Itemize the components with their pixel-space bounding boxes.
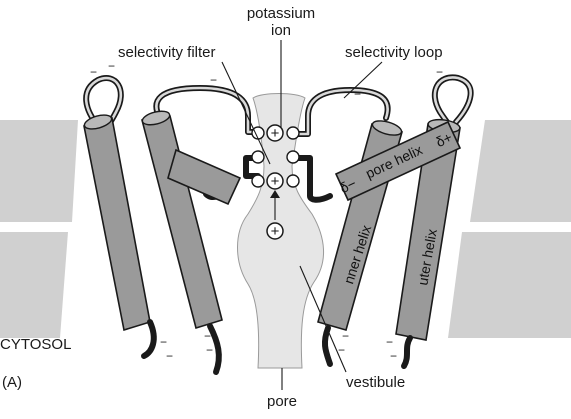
ion-sign: + [271, 125, 280, 142]
membrane-upper-right [470, 120, 571, 222]
minus-sign: − [386, 335, 393, 349]
potassium-label-line1: potassium [247, 5, 315, 22]
minus-sign: − [354, 87, 361, 101]
selectivity-loop-label: selectivity loop [345, 44, 443, 61]
minus-sign: − [204, 329, 211, 343]
panel-label: (A) [2, 374, 22, 391]
filter-oxygen [251, 150, 265, 164]
left-inner-tail [207, 323, 222, 375]
filter-oxygen [286, 126, 300, 140]
potassium-ion-vestibule [266, 222, 284, 240]
minus-sign: − [206, 343, 213, 357]
potassium-ions: + + + [266, 124, 284, 240]
minus-sign: − [390, 349, 397, 363]
left-inner-helix [141, 115, 223, 330]
left-outer-helix [83, 116, 151, 332]
membrane [0, 120, 571, 338]
filter-oxygen [286, 174, 300, 188]
delta-plus-label: δ+ [433, 129, 454, 150]
left-outer-tail [141, 319, 157, 359]
arrow-head [270, 190, 280, 198]
loop-leader [343, 61, 383, 99]
filter-oxygen [251, 174, 265, 188]
minus-sign: − [166, 349, 173, 363]
selectivity-filter-label: selectivity filter [118, 44, 216, 61]
minus-sign: − [342, 329, 349, 343]
right-pore-helix [334, 120, 462, 202]
cytosol-label: CYTOSOL [0, 336, 71, 353]
filter-oxygen [286, 150, 300, 164]
potassium-ion-top [266, 124, 284, 142]
ion-sign: + [271, 223, 280, 240]
delta-minus-label: δ− [337, 175, 358, 196]
potassium-ion-middle [266, 172, 284, 190]
vestibule-label: vestibule [346, 374, 405, 391]
right-filter-tether [295, 155, 333, 203]
membrane-lower-right [448, 232, 571, 338]
minus-sign: − [210, 73, 217, 87]
membrane-upper-left [0, 120, 78, 222]
left-pore-helix [167, 148, 242, 206]
pore-label: pore [267, 393, 297, 410]
minus-sign: − [160, 335, 167, 349]
minus-sign: − [338, 343, 345, 357]
minus-sign: − [108, 59, 115, 73]
right-outer-tail [401, 335, 413, 369]
left-subunits [83, 75, 261, 375]
minus-sign: − [90, 65, 97, 79]
filter-leader [221, 61, 271, 165]
selectivity-filter-sites [251, 126, 300, 188]
membrane-lower-left [0, 232, 68, 338]
minus-sign: − [436, 65, 443, 79]
right-subunits [295, 74, 474, 369]
potassium-label-line2: ion [271, 22, 291, 39]
ion-sign: + [271, 173, 280, 190]
vestibule-leader [299, 265, 347, 373]
right-inner-tail [321, 325, 333, 367]
charge-signs: − − − − − − − − − − − − − [90, 59, 443, 363]
